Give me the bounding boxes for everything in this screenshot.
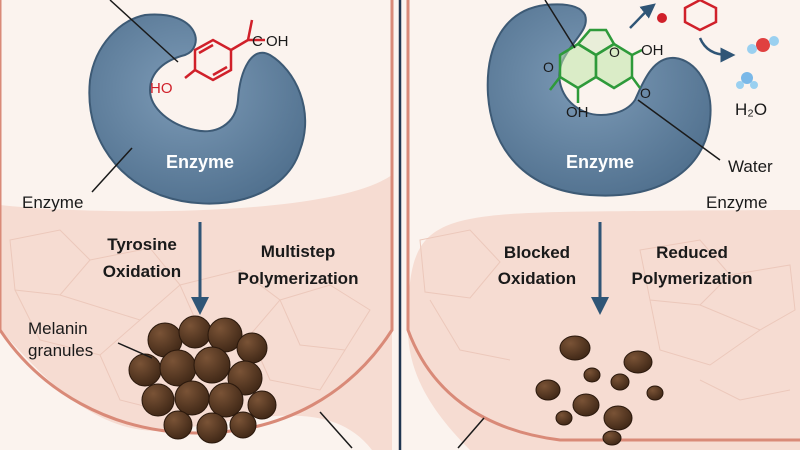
substrate-carbon-label: C (252, 33, 263, 50)
water-callout-line (637, 99, 721, 161)
substrate-hydroxyl-label: HO (150, 80, 173, 97)
right-cell-texture (419, 229, 796, 401)
water-molecule-1 (747, 36, 779, 54)
released-molecule-atom (657, 13, 667, 23)
left-cell-wall (0, 0, 394, 435)
right-step1-line2: Oxidation (498, 269, 576, 288)
left-step2-line2: Polymerization (238, 269, 359, 288)
right-cell-wall (406, 0, 800, 442)
release-arrow-up (629, 3, 656, 29)
release-arrow-right (698, 37, 736, 63)
water-formula: H₂O (735, 100, 767, 119)
substrate-acid-label: OH (266, 33, 289, 50)
right-enzyme-inner-label: Enzyme (566, 152, 634, 172)
scattered-granules (535, 335, 664, 446)
left-enzyme-callout-line (91, 147, 133, 193)
right-step2-line2: Polymerization (632, 269, 753, 288)
inhibitor-bonds (549, 48, 643, 103)
inhibitor-molecule (558, 28, 634, 90)
left-top-callout-line (109, 0, 179, 63)
right-bottom-callout-line (457, 417, 485, 449)
water-label: Water (728, 157, 773, 176)
left-bottom-callout-line (319, 411, 353, 449)
released-molecule (683, 0, 718, 32)
right-panel: Enzyme O O OH O OH (406, 0, 800, 450)
inhibitor-o-right: O (640, 85, 651, 101)
left-step1-line1: Tyrosine (107, 235, 177, 254)
left-enzyme-inner-label: Enzyme (166, 152, 234, 172)
left-step1-line2: Oxidation (103, 262, 181, 281)
left-enzyme-callout-label: Enzyme (22, 193, 83, 212)
melanin-callout-line (117, 342, 153, 359)
inhibitor-oh-bottom: OH (566, 104, 589, 121)
melanin-label-line2: granules (28, 341, 93, 360)
substrate-molecule (184, 19, 265, 82)
water-molecule-2 (736, 72, 758, 89)
left-step2-line1: Multistep (261, 242, 336, 261)
melanin-label-line1: Melanin (28, 319, 88, 338)
inhibitor-oh-top: OH (641, 42, 664, 59)
right-top-callout-line (544, 0, 576, 49)
melanin-granule-cluster (128, 315, 277, 444)
left-enzyme-shape (88, 13, 307, 205)
right-step1-line1: Blocked (504, 243, 570, 262)
left-panel: Enzyme HO C OH Enzyme Tyrosine Oxidation… (0, 0, 394, 450)
right-step2-line1: Reduced (656, 243, 728, 262)
inhibitor-o-ring: O (609, 44, 620, 60)
right-cell-membrane (408, 210, 800, 450)
inhibitor-o-left: O (543, 59, 554, 75)
right-enzyme-callout-label: Enzyme (706, 193, 767, 212)
